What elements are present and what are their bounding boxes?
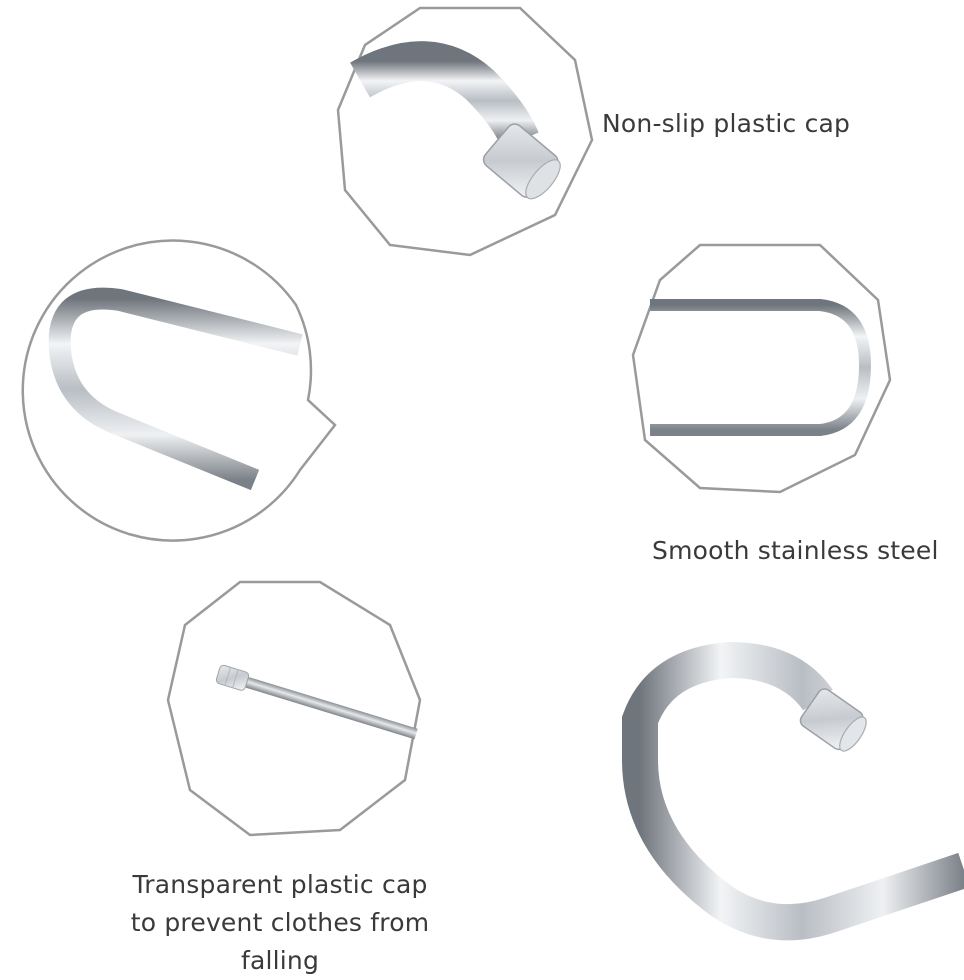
cap-closeup-icon [336, 6, 594, 257]
transparent-cap-label-line-3: falling [240, 946, 320, 975]
cap-callout-label: Non-slip plastic cap [602, 109, 851, 138]
steel-callout-label: Smooth stainless steel [652, 536, 939, 565]
transparent-cap-label-line-2: to prevent clothes from [130, 908, 430, 937]
rod-closeup-icon [166, 580, 422, 837]
transparent-cap-label-line-1: Transparent plastic cap [132, 870, 428, 899]
steel-loop-closeup-icon [631, 243, 892, 494]
s-hook-icon [622, 641, 964, 941]
loop-closeup-icon [21, 239, 337, 542]
transparent-cap-callout-label: Transparent plastic cap to prevent cloth… [110, 866, 450, 980]
